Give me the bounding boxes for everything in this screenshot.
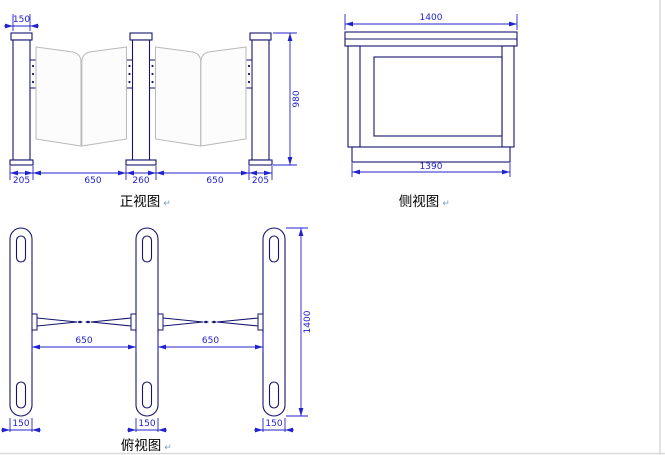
dim-label-depth: 1400 bbox=[303, 310, 313, 333]
middle-cabinet-top-slot bbox=[141, 235, 153, 263]
top-dim-pillar-width-left: 150 bbox=[1, 418, 41, 433]
side-dim-bottom-width: 1390 bbox=[351, 162, 511, 177]
left-cabinet-body bbox=[12, 39, 31, 161]
lane2-right-glass-wing bbox=[200, 46, 247, 147]
top-dim-depth: 1400 bbox=[286, 227, 313, 417]
side-view-return-mark: ↵ bbox=[442, 199, 450, 209]
lane1-right-arm bbox=[90, 317, 132, 323]
bolt-dot bbox=[31, 64, 35, 68]
dim-label-lane2: 650 bbox=[202, 336, 219, 346]
lane1-right-arm bbox=[90, 321, 132, 327]
dim-label-chain-3: 260 bbox=[132, 176, 149, 186]
arm-bracket bbox=[157, 313, 164, 331]
middle-cabinet-base bbox=[125, 159, 157, 166]
top-view-return-mark: ↵ bbox=[164, 443, 172, 453]
top-dim-pillar-width-middle: 150 bbox=[127, 418, 167, 433]
top-middle-cabinet bbox=[135, 227, 159, 417]
front-view-return-mark: ↵ bbox=[163, 199, 171, 209]
lane2-right-arm bbox=[216, 317, 259, 323]
middle-cabinet bbox=[125, 32, 157, 166]
right-cabinet-body bbox=[251, 39, 270, 161]
right-cabinet bbox=[245, 32, 273, 166]
glass-wings bbox=[35, 46, 247, 147]
top-view-title: 俯视图 bbox=[121, 438, 162, 453]
right-cabinet-top-slot bbox=[268, 235, 280, 263]
front-dim-cap-width: 150 bbox=[4, 14, 39, 31]
bolt-dot bbox=[151, 80, 154, 84]
bolt-dot bbox=[247, 80, 251, 84]
lane2-right-arm-tip bbox=[211, 320, 217, 324]
front-dim-height: 980 bbox=[273, 32, 302, 166]
dim-label-chain-4: 650 bbox=[206, 176, 223, 186]
dim-label-side-top-width: 1400 bbox=[420, 13, 443, 23]
side-dim-top-width: 1400 bbox=[344, 13, 518, 30]
dim-label-chain-2: 650 bbox=[84, 176, 101, 186]
dim-label-height: 980 bbox=[292, 90, 302, 107]
right-cabinet-base bbox=[248, 159, 273, 166]
lane1-left-arm bbox=[36, 317, 78, 323]
middle-cabinet-bottom-slot bbox=[141, 381, 153, 409]
middle-cabinet-body bbox=[131, 39, 151, 161]
dim-label-cap-width: 150 bbox=[13, 15, 30, 25]
left-cabinet-bottom-slot bbox=[15, 381, 27, 409]
front-view-title: 正视图 bbox=[120, 194, 161, 209]
left-cabinet-cap bbox=[10, 32, 33, 41]
dim-label-lane1: 650 bbox=[75, 336, 92, 346]
top-dim-lane1: 650 bbox=[31, 333, 137, 352]
bolt-dot bbox=[247, 64, 251, 68]
lane1-right-glass-wing bbox=[81, 46, 127, 147]
bolt-dot bbox=[247, 72, 251, 76]
left-cabinet-top-slot bbox=[15, 235, 27, 263]
dim-label-pillar-width-2: 150 bbox=[138, 419, 155, 429]
side-view-title: 侧视图 bbox=[399, 194, 440, 209]
top-view: 650 650 1400 150 bbox=[1, 227, 313, 453]
bolt-dot bbox=[128, 80, 131, 84]
top-left-cabinet bbox=[9, 227, 33, 417]
dim-label-pillar-width-3: 150 bbox=[265, 419, 282, 429]
arm-bracket bbox=[130, 313, 137, 331]
lane2-right-arm bbox=[216, 321, 259, 327]
dim-label-chain-1: 205 bbox=[13, 176, 30, 186]
swing-arms bbox=[31, 313, 264, 331]
lane1-left-arm-tip bbox=[77, 320, 83, 324]
lane1-left-arm bbox=[36, 321, 78, 327]
bolt-dot bbox=[151, 64, 154, 68]
bolt-dot bbox=[128, 72, 131, 76]
front-dim-bottom-chain: 205 650 260 650 205 bbox=[9, 166, 273, 186]
lane2-left-arm bbox=[162, 317, 204, 323]
arm-bracket bbox=[31, 313, 38, 331]
lane1-left-glass-wing bbox=[35, 46, 82, 147]
right-cabinet-cap bbox=[249, 32, 272, 41]
lane1-right-arm-tip bbox=[85, 320, 91, 324]
left-cabinet bbox=[9, 32, 37, 166]
dim-label-pillar-width-1: 150 bbox=[12, 419, 29, 429]
bolt-dot bbox=[31, 72, 35, 76]
side-view: 1400 1390 侧视图 ↵ bbox=[344, 13, 518, 209]
middle-cabinet-cap bbox=[129, 32, 153, 41]
side-inner-panel bbox=[373, 56, 503, 137]
bolt-dot bbox=[31, 80, 35, 84]
front-view: 150 205 650 260 650 205 980 bbox=[4, 14, 302, 209]
lane2-left-glass-wing bbox=[155, 46, 202, 147]
top-dim-lane2: 650 bbox=[157, 333, 264, 352]
lane2-left-arm-tip bbox=[203, 320, 209, 324]
dim-label-chain-5: 205 bbox=[252, 176, 269, 186]
arm-bracket bbox=[257, 313, 264, 331]
top-dim-pillar-width-right: 150 bbox=[254, 418, 294, 433]
side-right-post bbox=[501, 45, 515, 148]
left-cabinet-base bbox=[9, 159, 34, 166]
dim-label-side-bottom-width: 1390 bbox=[420, 162, 443, 172]
bolt-dot bbox=[151, 72, 154, 76]
side-base bbox=[351, 146, 511, 163]
bolt-dot bbox=[128, 64, 131, 68]
right-cabinet-bottom-slot bbox=[268, 381, 280, 409]
side-left-post bbox=[347, 45, 361, 148]
top-right-cabinet bbox=[262, 227, 286, 417]
lane2-left-arm bbox=[162, 321, 204, 327]
